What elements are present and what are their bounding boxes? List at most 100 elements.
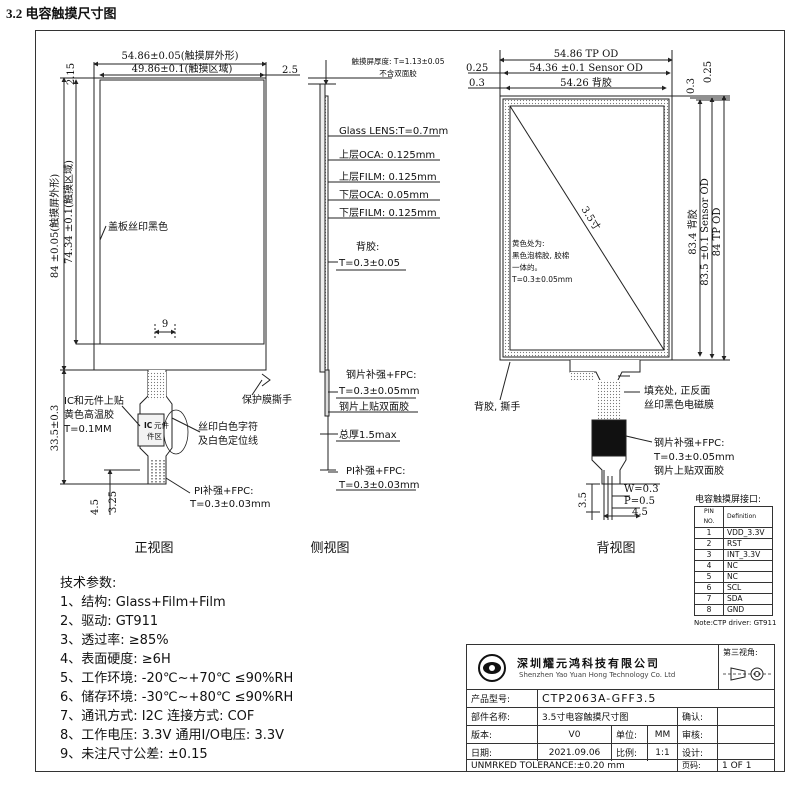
back-left-03: 0.3 (469, 78, 485, 89)
front-chip-area: 件区 (147, 431, 162, 441)
front-top-margin: 2.15 (66, 63, 77, 85)
side-glass (319, 83, 326, 373)
tech-params: 技术参数: 1、结构: Glass+Film+Film 2、驱动: GT911 … (60, 574, 293, 764)
back-tp-od: 54.86 TP OD (554, 49, 619, 60)
tb-row-model: 产品型号: CTP2063A-GFF3.5 (467, 689, 774, 707)
front-w-total: 54.86±0.05(触摸屏外形) (121, 49, 238, 62)
title-block: 深圳耀元鸿科技有限公司 Shenzhen Yao Yuan Hong Techn… (466, 644, 775, 772)
param-line: 1、结构: Glass+Film+Film (60, 595, 226, 610)
front-h-active: 74.34 ±0.1(触摸区域) (62, 160, 75, 264)
side-steel (324, 369, 330, 417)
param-line: 9、未注尺寸公差: ±0.15 (60, 747, 208, 762)
side-film (324, 95, 329, 371)
front-chip (137, 413, 165, 447)
tb-date-label: 日期: (471, 749, 493, 759)
pin-head-no: PIN NO. (694, 506, 724, 528)
param-line: 4、表面硬度: ≥6H (60, 652, 171, 667)
pin-table-header: PIN NO. Definition (694, 506, 773, 528)
tb-scale-label: 比例: (611, 744, 647, 761)
tb-design: 设计: (677, 744, 717, 761)
side-layer-1: Glass LENS:T=0.7mm (339, 126, 448, 137)
tb-date: 2021.09.06 (537, 744, 611, 761)
pin-no: 2 (694, 538, 724, 550)
pin-def: SCL (723, 582, 773, 594)
front-silk-note-2: 及白色定位线 (198, 434, 258, 447)
front-chip-parts: 元件 (154, 420, 169, 430)
back-h-sensor: 83.5 ±0.1 Sensor OD (700, 178, 711, 285)
side-layer-4: 下层OCA: 0.05mm (339, 189, 429, 201)
tb-unit: MM (647, 726, 677, 743)
front-fpc-length: 33.5±0.3 (50, 405, 61, 452)
back-diagonal (509, 105, 665, 351)
pin-def: RST (723, 538, 773, 550)
tb-ver: V0 (537, 726, 611, 743)
back-foam-note-3: 一体的。 (512, 262, 542, 272)
front-right-margin: 2.5 (282, 65, 298, 76)
side-steel-1: 钢片补强+FPC: (346, 368, 417, 381)
front-fpc-hatch (148, 372, 166, 400)
side-backglue-1: 背胶: (356, 240, 379, 253)
front-peel-note: 保护膜撕手 (242, 393, 292, 406)
tb-scale: 1:1 (647, 744, 677, 761)
pin-head-def: Definition (723, 506, 773, 528)
front-h-total: 84 ±0.05(触摸屏外形) (48, 174, 61, 278)
front-ic-note-2: 黄色高温胶 (64, 408, 114, 421)
front-ic-note-1: IC和元件上贴 (64, 394, 124, 407)
side-layer-5: 下层FILM: 0.125mm (339, 207, 437, 219)
back-foam-note-2: 黑色泡棉胶, 胶棉 (512, 250, 569, 260)
param-line: 3、透过率: ≥85% (60, 633, 169, 648)
pin-table-title: 电容触摸屏接口: (695, 495, 762, 505)
projection-label: 第三视角: (723, 648, 758, 657)
pin-no: 4 (694, 560, 724, 572)
tb-page-label: 页码: (677, 760, 717, 771)
param-line: 2、驱动: GT911 (60, 614, 159, 629)
side-layer-3: 上层FILM: 0.125mm (339, 171, 437, 183)
back-p05: P=0.5 (624, 496, 655, 507)
side-pi-1: PI补强+FPC: (346, 464, 406, 477)
front-w-active: 49.86±0.1(触摸区域) (132, 62, 233, 75)
pin-no: 1 (694, 527, 724, 539)
tb-model-label: 产品型号: (471, 695, 511, 705)
side-thickness-1: 触摸屏厚度: T=1.13±0.05 (352, 56, 445, 66)
front-chip-ic: IC (144, 421, 153, 430)
front-active-area (99, 79, 265, 345)
tb-model: CTP2063A-GFF3.5 (537, 690, 774, 707)
tb-row-part: 部件名称: 3.5寸电容触摸尺寸图 确认: (467, 707, 774, 725)
param-line: 6、储存环境: -30℃~+80℃ ≤90%RH (60, 690, 294, 705)
front-pi-note-1: PI补强+FPC: (194, 484, 254, 497)
front-outline (93, 77, 267, 371)
pin-def: VDD_3.3V (723, 527, 773, 539)
pin-def: SDA (723, 593, 773, 605)
back-fill-note-1: 填充处, 正反面 (644, 384, 710, 397)
tb-page: 1 OF 1 (717, 760, 774, 771)
front-texts: 54.86±0.05(触摸屏外形) 49.86±0.1(触摸区域) 2.5 2.… (48, 49, 298, 556)
tb-review: 审核: (677, 726, 717, 743)
tb-unit-label: 单位: (611, 726, 647, 743)
param-line: 5、工作环境: -20℃~+70℃ ≤90%RH (60, 671, 294, 686)
back-fill-note-2: 丝印黑色电磁膜 (644, 398, 714, 411)
pin-no: 5 (694, 571, 724, 583)
side-texts: 触摸屏厚度: T=1.13±0.05 不含双面胶 Glass LENS:T=0.… (310, 56, 448, 556)
side-backglue-2: T=0.3±0.05 (338, 258, 400, 269)
side-pi-2: T=0.3±0.03mm (338, 480, 420, 491)
back-steel-2: T=0.3±0.05mm (653, 452, 735, 463)
back-view (468, 50, 730, 520)
back-steel (591, 419, 627, 457)
back-left-025: 0.25 (466, 63, 488, 74)
back-caption: 背视图 (596, 541, 635, 556)
tb-part-label: 部件名称: (471, 713, 511, 723)
company-name-cn: 深圳耀元鸿科技有限公司 (517, 657, 660, 670)
front-pi-note-2: T=0.3±0.03mm (189, 499, 271, 510)
param-line: 7、通讯方式: I2C 连接方式: COF (60, 709, 255, 724)
back-d35: 3.5 (578, 492, 589, 508)
pin-no: 7 (694, 593, 724, 605)
pin-def: INT_3.3V (723, 549, 773, 561)
back-d45: 4.5 (632, 507, 648, 518)
